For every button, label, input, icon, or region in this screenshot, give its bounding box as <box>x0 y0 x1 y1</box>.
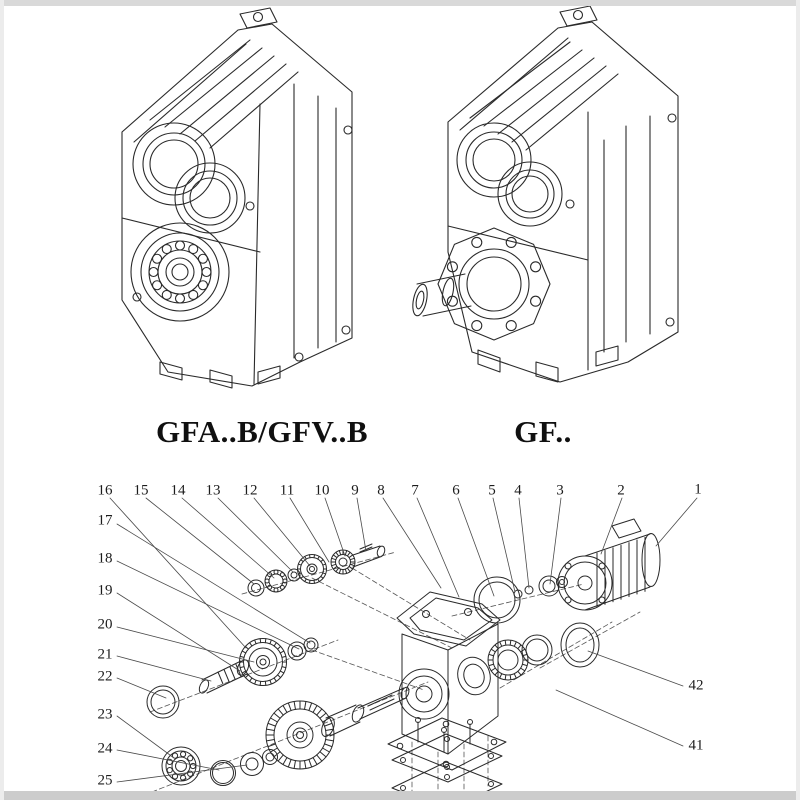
gearbox-left-drawing <box>121 7 353 389</box>
part-number-14: 14 <box>170 482 186 499</box>
output-cover-parts <box>487 622 600 681</box>
part-number-3: 3 <box>556 482 564 499</box>
right-gearbox-output-shaft <box>412 227 551 341</box>
part-number-1: 1 <box>694 481 702 498</box>
leader-lines <box>109 497 698 783</box>
part-number-21: 21 <box>97 646 113 663</box>
motor-drawing <box>557 518 661 611</box>
left-gearbox-bearing <box>130 222 230 322</box>
intermediate-gear-parts <box>146 637 319 719</box>
output-shaft-parts <box>161 686 410 786</box>
part-number-41: 41 <box>688 737 704 754</box>
part-number-13: 13 <box>205 482 221 499</box>
input-shaft-parts <box>247 543 386 597</box>
part-number-24: 24 <box>97 740 113 757</box>
gearbox-right-drawing <box>412 5 679 383</box>
part-number-42: 42 <box>688 677 704 694</box>
left-edge-strip <box>0 0 4 800</box>
part-number-9: 9 <box>351 482 359 499</box>
right-edge-strip <box>796 0 800 800</box>
exploded-view-drawing <box>146 518 661 800</box>
part-number-22: 22 <box>97 668 113 685</box>
part-number-10: 10 <box>314 482 330 499</box>
mounting-plates <box>391 717 503 800</box>
top-edge-strip <box>0 0 800 6</box>
part-number-20: 20 <box>97 616 113 633</box>
figure-label-gf: GF.. <box>514 414 572 449</box>
gear-housing <box>387 591 507 771</box>
part-number-5: 5 <box>488 482 496 499</box>
part-number-17: 17 <box>97 512 113 529</box>
part-number-4: 4 <box>514 482 522 499</box>
part-number-25: 25 <box>97 772 113 789</box>
figure-label-gfab-gfvb: GFA..B/GFV..B <box>155 414 369 449</box>
part-number-7: 7 <box>411 482 419 499</box>
part-number-16: 16 <box>97 482 113 499</box>
motor-side-parts <box>473 575 568 624</box>
part-number-23: 23 <box>97 706 113 723</box>
part-number-12: 12 <box>242 482 258 499</box>
part-number-2: 2 <box>617 482 625 499</box>
part-number-18: 18 <box>97 550 113 567</box>
part-number-6: 6 <box>452 482 460 499</box>
part-number-11: 11 <box>279 482 295 499</box>
part-number-8: 8 <box>377 482 385 499</box>
part-number-19: 19 <box>97 582 113 599</box>
bottom-edge-strip <box>0 791 800 800</box>
part-number-15: 15 <box>133 482 149 499</box>
